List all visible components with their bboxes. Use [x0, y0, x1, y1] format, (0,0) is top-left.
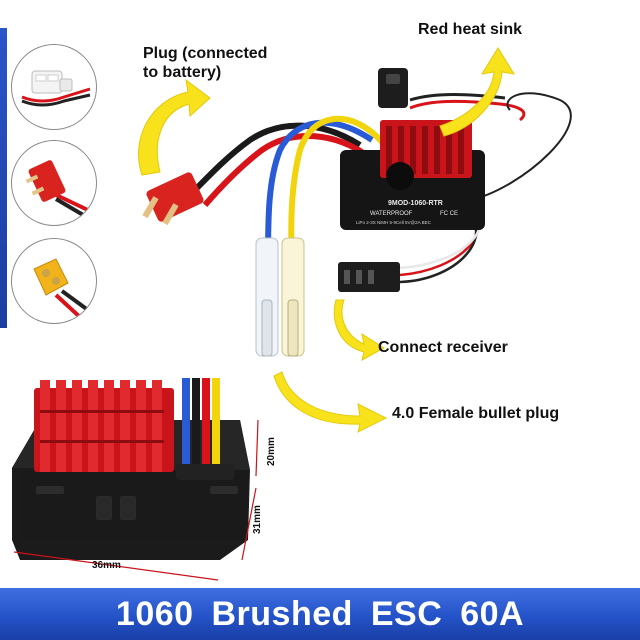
width-dimension: 36mm	[92, 560, 121, 571]
callout-arrows	[138, 47, 516, 433]
title-banner	[0, 588, 640, 640]
esc-large	[12, 378, 250, 560]
switch-icon	[378, 68, 408, 108]
heat-sink-label: Red heat sink	[418, 21, 523, 38]
esc-top: 9MOD-1060-RTR WATERPROOF FC CE LiPo 2-3S…	[340, 120, 485, 230]
product-title: 1060 Brushed ESC 60A	[115, 595, 525, 633]
tamiya-plug-icon	[11, 44, 97, 130]
depth-dimension: 31mm	[252, 505, 263, 534]
svg-text:WATERPROOF: WATERPROOF	[370, 211, 413, 217]
dimension-lines	[13, 419, 259, 581]
svg-text:FC CE: FC CE	[440, 211, 458, 217]
bullet-plugs	[255, 237, 305, 357]
accent-bar	[0, 28, 7, 328]
bullet-plug-label: 4.0 Female bullet plug	[392, 405, 560, 422]
svg-text:LiPo 2-3S NiMH 5-9Cell 5V@2A B: LiPo 2-3S NiMH 5-9Cell 5V@2A BEC	[356, 220, 432, 225]
t-plug	[142, 172, 204, 226]
deans-t-plug-icon	[11, 140, 97, 226]
receiver-label: Connect receiver	[378, 339, 508, 356]
height-dimension: 20mm	[266, 437, 277, 466]
svg-text:9MOD-1060-RTR: 9MOD-1060-RTR	[388, 200, 443, 207]
xt60-plug-icon	[11, 238, 97, 324]
battery-plug-label: Plug (connected to battery)	[143, 45, 268, 81]
